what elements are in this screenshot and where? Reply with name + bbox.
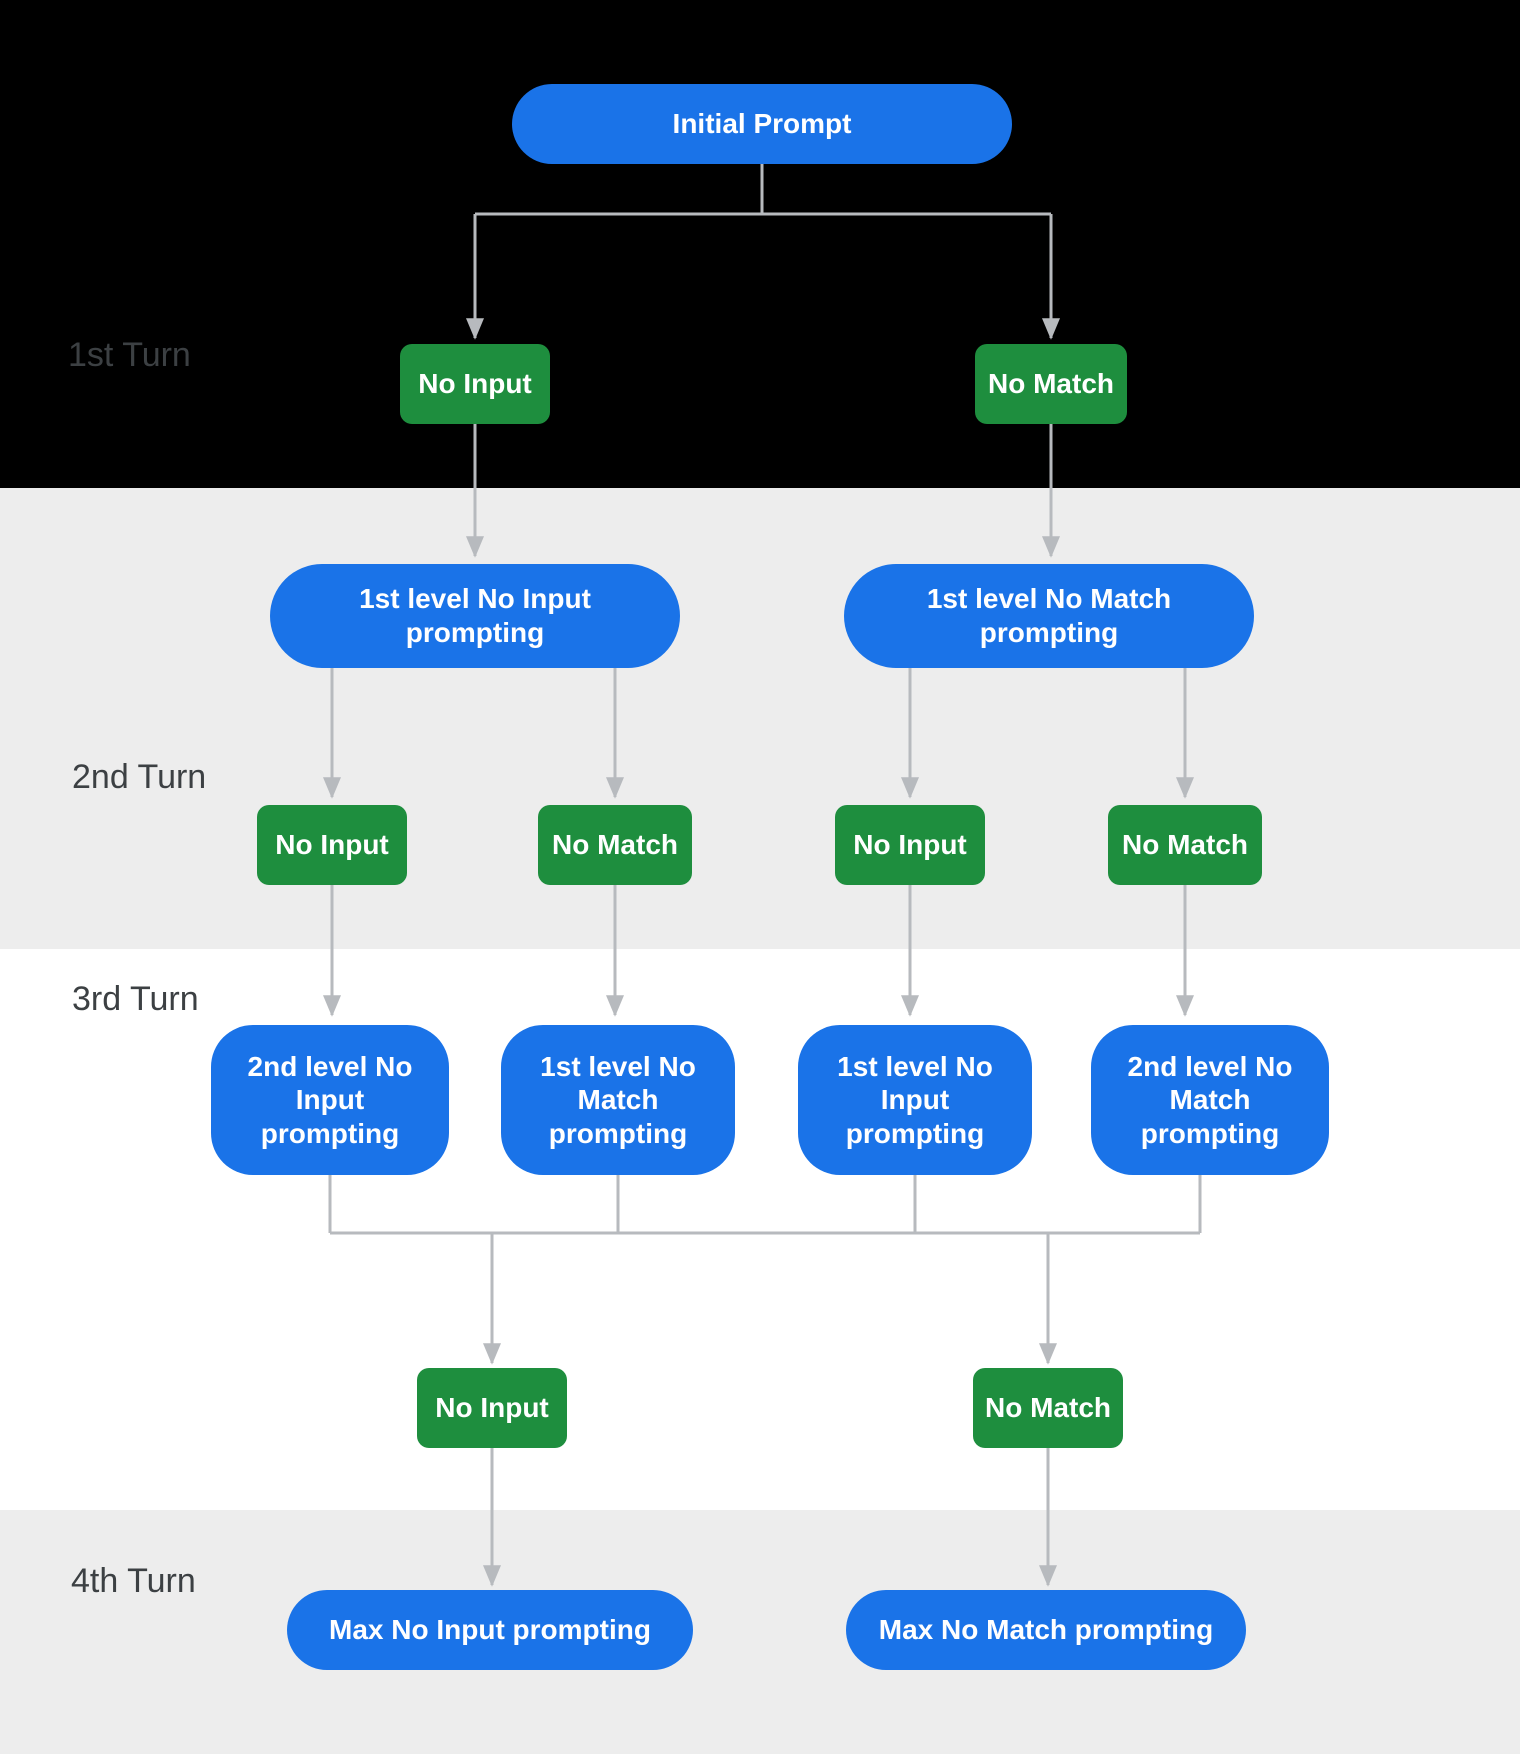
band-turn-2 [0,488,1520,949]
turn-label-4th: 4th Turn [71,1562,196,1600]
level2-no-input-prompting-node: 2nd level No Input prompting [211,1025,449,1175]
turn2-no-match-b-node: No Match [1108,805,1262,885]
level1-no-input-prompting-2-node: 1st level No Input prompting [798,1025,1032,1175]
max-no-input-prompting-node: Max No Input prompting [287,1590,693,1670]
turn2-no-match-a-node: No Match [538,805,692,885]
level1-no-match-prompting-2-node: 1st level No Match prompting [501,1025,735,1175]
initial-prompt-node: Initial Prompt [512,84,1012,164]
turn1-no-match-node: No Match [975,344,1127,424]
level2-no-match-prompting-node: 2nd level No Match prompting [1091,1025,1329,1175]
turn2-no-input-a-node: No Input [257,805,407,885]
turn-label-3rd: 3rd Turn [72,980,199,1018]
level1-no-input-prompting-node: 1st level No Input prompting [270,564,680,668]
band-turn-4 [0,1510,1520,1754]
turn1-no-input-node: No Input [400,344,550,424]
turn2-no-input-b-node: No Input [835,805,985,885]
turn-label-2nd: 2nd Turn [72,758,207,796]
turn3-no-input-node: No Input [417,1368,567,1448]
turn-label-1st: 1st Turn [68,336,191,374]
max-no-match-prompting-node: Max No Match prompting [846,1590,1246,1670]
turn3-no-match-node: No Match [973,1368,1123,1448]
band-turn-1 [0,0,1520,488]
level1-no-match-prompting-node: 1st level No Match prompting [844,564,1254,668]
